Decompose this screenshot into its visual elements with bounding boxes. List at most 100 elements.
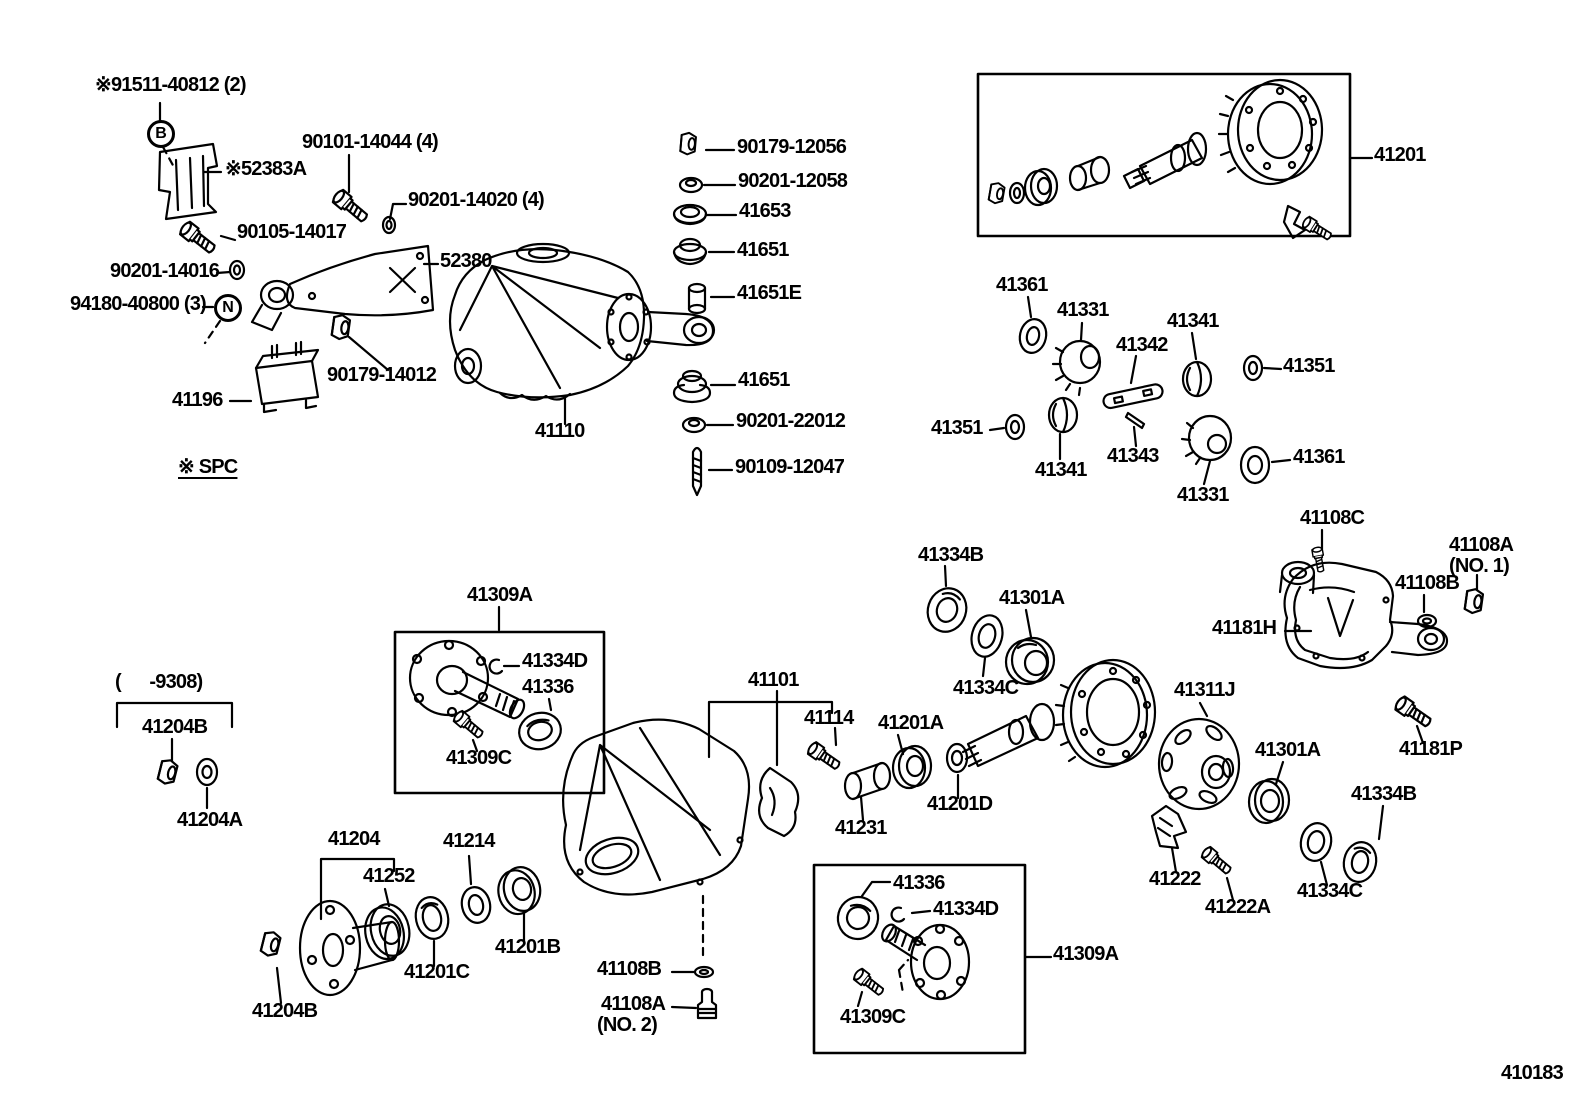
drawing-number: 410183 xyxy=(1501,1062,1564,1084)
nut-41108a-no1 xyxy=(1463,587,1485,616)
stud-41108a-no2 xyxy=(696,987,718,1020)
part-label-52380: 52380 xyxy=(440,250,492,272)
bearing-41252 xyxy=(364,903,411,961)
part-label-41201b: 41201B xyxy=(495,936,561,958)
callout-letter-b: B xyxy=(147,120,175,148)
washer-90201-14020 xyxy=(381,215,397,235)
mount-41196 xyxy=(254,340,320,414)
part-label-41110: 41110 xyxy=(535,420,585,442)
part-label-41351-left: 41351 xyxy=(931,417,983,439)
part-label-41108c: 41108C xyxy=(1300,507,1365,529)
bolt-90105-14017 xyxy=(177,219,219,258)
collar-41651e xyxy=(687,282,707,315)
part-label-90109-12047: 90109-12047 xyxy=(735,456,845,478)
axle-shaft-kit-1 xyxy=(408,639,562,751)
part-label-90105-14017: 90105-14017 xyxy=(237,221,347,243)
part-label-41196: 41196 xyxy=(172,389,223,411)
part-label-41336-box2: 41336 xyxy=(893,872,945,894)
boxed-group-41309a-1 xyxy=(393,630,606,795)
support-arm-52380 xyxy=(250,244,435,332)
bearing-41201a xyxy=(891,744,933,790)
ring-41334c-upper xyxy=(970,614,1004,658)
part-label-41653: 41653 xyxy=(739,200,791,222)
part-label-41334b-upper: 41334B xyxy=(918,544,984,566)
part-label-91511-40812: ※91511-40812 (2) xyxy=(95,74,247,96)
part-label-52383a: ※52383A xyxy=(225,158,307,180)
part-label-41334d-box2: 41334D xyxy=(933,898,999,920)
spider-gear-cluster xyxy=(1004,318,1271,485)
part-label-41341-lower: 41341 xyxy=(1035,459,1087,481)
part-label-41309c-box1: 41309C xyxy=(446,747,512,769)
stud-90109-12047 xyxy=(691,446,703,497)
ring-gear-and-case-41311j xyxy=(1054,658,1241,811)
part-label-41334b-lower: 41334B xyxy=(1351,783,1417,805)
diff-housing-41110 xyxy=(448,242,716,401)
part-label-41222: 41222 xyxy=(1149,868,1201,890)
part-label-90201-14016: 90201-14016 xyxy=(110,260,220,282)
leader-lines xyxy=(115,101,1479,1010)
washer-90201-12058 xyxy=(678,176,704,194)
part-label-41114: 41114 xyxy=(804,707,854,729)
drive-pinion-kit-41201 xyxy=(987,78,1335,244)
part-label-41361-upper: 41361 xyxy=(996,274,1048,296)
bracket-52383a xyxy=(157,142,219,221)
callout-letter-n: N xyxy=(214,294,242,322)
part-label-41108a-no1: 41108A xyxy=(1449,534,1514,556)
part-label-41201d: 41201D xyxy=(927,793,993,815)
part-label-41651-lower: 41651 xyxy=(738,369,790,391)
part-label-41336-box1: 41336 xyxy=(522,676,574,698)
part-label-90201-14020: 90201-14020 (4) xyxy=(408,189,545,211)
part-label-41204: 41204 xyxy=(328,828,380,850)
axle-shaft-kit-2 xyxy=(836,895,971,1001)
bolt-41222a xyxy=(1199,844,1235,878)
nut-90179-14012 xyxy=(330,313,352,342)
lock-plate-41222 xyxy=(1150,804,1188,850)
washer-41201d xyxy=(945,742,969,774)
bolt-90101-14044 xyxy=(329,187,372,227)
part-label-41341-upper: 41341 xyxy=(1167,310,1219,332)
washer-41204a xyxy=(195,757,219,787)
part-label-90201-12058: 90201-12058 xyxy=(738,170,848,192)
part-label-41201: 41201 xyxy=(1374,144,1426,166)
nut-90179-12056 xyxy=(679,131,698,157)
bearing-41301a-upper xyxy=(1004,636,1056,686)
part-label-41334d-box1: 41334D xyxy=(522,650,588,672)
part-label-41331-upper: 41331 xyxy=(1057,299,1109,321)
bolt-41181p xyxy=(1392,693,1435,732)
part-label-41201c: 41201C xyxy=(404,961,470,983)
part-label-90101-14044: 90101-14044 (4) xyxy=(302,131,439,153)
part-label-41309a-box1: 41309A xyxy=(467,584,533,606)
part-label-41222a: 41222A xyxy=(1205,896,1271,918)
part-label-41651-upper: 41651 xyxy=(737,239,789,261)
part-label-41108a-no1-sub: (NO. 1) xyxy=(1449,555,1510,577)
part-label-41301a-upper: 41301A xyxy=(999,587,1065,609)
part-label-41342: 41342 xyxy=(1116,334,1168,356)
nut-41204b-lower xyxy=(258,929,283,959)
nut-41204b-upper xyxy=(155,757,180,787)
part-label-9308-note: ( -9308) xyxy=(115,671,203,693)
part-label-41334c-lower: 41334C xyxy=(1297,880,1363,902)
part-label-41181p: 41181P xyxy=(1399,738,1463,760)
seal-41334b-upper xyxy=(926,587,968,633)
part-label-90179-12056: 90179-12056 xyxy=(737,136,847,158)
washer-41108b-lower xyxy=(693,965,715,979)
part-label-90201-22012: 90201-22012 xyxy=(736,410,846,432)
companion-flange-41204 xyxy=(298,899,401,997)
bearing-cap-41101 xyxy=(757,766,800,838)
part-label-41108a-no2: 41108A xyxy=(601,993,666,1015)
washer-90201-14016 xyxy=(228,259,246,281)
cushion-41651-lower xyxy=(672,369,712,404)
part-label-41331-lower: 41331 xyxy=(1177,484,1229,506)
washer-41108b-upper xyxy=(1416,613,1438,629)
part-label-41108b-lower: 41108B xyxy=(597,958,662,980)
part-label-41101: 41101 xyxy=(748,669,799,691)
part-label-41361-lower: 41361 xyxy=(1293,446,1345,468)
cushion-41651-upper xyxy=(672,237,708,266)
part-label-41204b-upper: 41204B xyxy=(142,716,208,738)
part-label-41309c-box2: 41309C xyxy=(840,1006,906,1028)
part-label-41201a: 41201A xyxy=(878,712,944,734)
part-label-41108a-no2-sub: (NO. 2) xyxy=(597,1014,658,1036)
bearing-41201b xyxy=(497,866,542,916)
